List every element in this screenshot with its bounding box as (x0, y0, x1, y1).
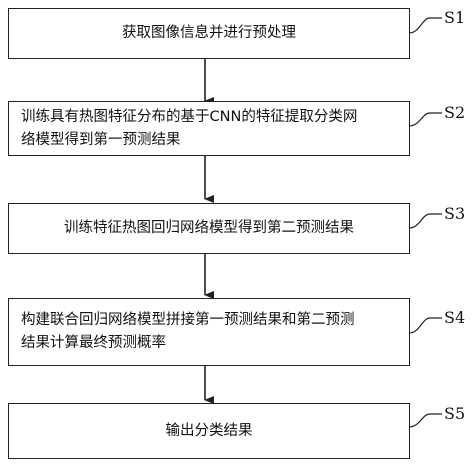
leader-s2 (408, 112, 442, 127)
step-text-s1: 获取图像信息并进行预处理 (122, 25, 296, 41)
step-box-s1: 获取图像信息并进行预处理 (8, 8, 410, 59)
leader-s5 (408, 413, 442, 428)
step-label-s1: S1 (444, 8, 466, 27)
step-text-s4-line2: 结果计算最终预测概率 (21, 335, 166, 351)
step-box-s2: 训练具有热图特征分布的基于CNN的特征提取分类网 络模型得到第一预测结果 (8, 101, 410, 156)
step-label-s3: S3 (444, 204, 466, 223)
step-text-s4-line1: 构建联合回归网络模型拼接第一预测结果和第二预测 (21, 312, 355, 328)
leader-s1 (408, 17, 442, 34)
step-label-s4: S4 (444, 308, 466, 327)
leader-s3 (408, 213, 442, 229)
step-label-s2: S2 (444, 103, 466, 122)
step-text-s2-line2: 络模型得到第一预测结果 (21, 131, 181, 148)
step-text-s2-line1: 训练具有热图特征分布的基于CNN的特征提取分类网 (21, 108, 358, 125)
step-label-s5: S5 (444, 404, 466, 423)
step-box-s3: 训练特征热图回归网络模型得到第二预测结果 (8, 203, 410, 254)
step-box-s4: 构建联合回归网络模型拼接第一预测结果和第二预测 结果计算最终预测概率 (8, 298, 410, 366)
leader-s4 (408, 317, 442, 334)
step-text-s5: 输出分类结果 (165, 422, 253, 439)
step-text-s3: 训练特征热图回归网络模型得到第二预测结果 (64, 220, 354, 236)
step-box-s5: 输出分类结果 (8, 403, 410, 459)
